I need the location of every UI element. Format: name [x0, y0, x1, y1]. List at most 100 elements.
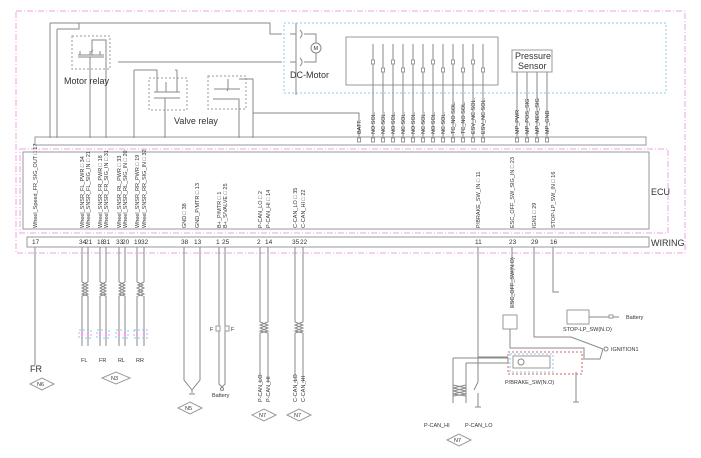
stop-lp-battery: Battery [626, 315, 644, 321]
p-can-pair: P-CAN_LO P-CAN_HI N7 [250, 247, 278, 422]
hcu-pin-label: NC SOL. [381, 112, 387, 134]
fuse-icon [224, 325, 230, 332]
hcu-pin-label: NC SOL. [401, 112, 407, 134]
ecu-signal-label: Wheel_SNSR_RL_PWR □ 33 [117, 156, 123, 228]
solenoid-valve-block [345, 36, 499, 86]
wheel-sensor-label: RL [118, 358, 125, 364]
ecu-signal-label: Wheel_Speed_FR_SIG_OUT □ 17 [33, 143, 39, 228]
twisted-pair-icon [98, 281, 108, 297]
wheel-sensor-connector [78, 329, 92, 339]
wiring-pin-number: 21 [85, 239, 93, 246]
ecu-box [22, 151, 650, 230]
wiring-pin-number: 20 [122, 239, 130, 246]
connector-n3-shape [100, 371, 132, 385]
wheel-sensor-wire [99, 247, 107, 346]
ecu-signal-label: Wheel_SNSR_RL_SIG_IN □ 20 [123, 150, 129, 228]
hcu-pin-label: NC SOL. [441, 112, 447, 134]
sensor-pin-terminal [525, 137, 529, 143]
solenoid-coil-icon [391, 59, 395, 65]
svg-text:P/BRAKE_SW(N.O): P/BRAKE_SW(N.O) [505, 380, 554, 386]
ecu-signal-label: STOP-LP_SW_IN □ 16 [551, 172, 557, 228]
wiring-pin-number: 2 [257, 239, 261, 246]
ecu-boundary [19, 148, 669, 234]
wiring-bar [26, 236, 650, 248]
sensor-pin-terminal [535, 137, 539, 143]
solenoid-valves [253, 44, 485, 143]
connector-pin-icon [143, 332, 145, 336]
sensor-pin-terminal [515, 137, 519, 143]
solenoid-coil-icon [381, 67, 385, 73]
valve-relay: Valve relay [133, 69, 348, 138]
wiring-pin-number: 14 [265, 239, 273, 246]
wiring-pin-number: 1 [216, 239, 220, 246]
hcu-pin-terminal [471, 137, 475, 143]
wheel-sensor-label: RR [136, 358, 144, 364]
dc-motor: M DC-Motor [290, 23, 329, 95]
ecu-signal-label: Wheel_SNSR_FL_PWR □ 34 [80, 156, 86, 228]
wiring-pin-number: 31 [103, 239, 111, 246]
hcu-bus-bar [34, 136, 647, 146]
connector-pin-icon [124, 332, 126, 336]
connector-n3: N3 [111, 376, 118, 382]
ecu-signal-label: GND □ 38 [182, 203, 188, 228]
ecu-label: ECU [651, 187, 670, 197]
wiring-pin-number: 11 [475, 239, 482, 246]
connector-n6: N6 [37, 382, 44, 388]
hcu-pin-terminal [411, 137, 415, 143]
twisted-pair-icon [135, 281, 146, 297]
hcu-pin-label: TC_NO SOL. [451, 101, 457, 134]
hcu-pin-label: NO SOL. [431, 111, 437, 134]
switch-circuits: ESC_OFF_SW(N.O) Battery STOP-LP_SW(N.O) … [424, 247, 644, 447]
connector-n7-a: N7 [259, 413, 266, 419]
hcu-pin-terminal [381, 137, 385, 143]
twisted-pair-icon [452, 384, 467, 397]
connector-pin-icon [81, 332, 83, 336]
wiring-pin-number: 16 [550, 239, 558, 246]
svg-text:ESC_OFF_SW(N.O): ESC_OFF_SW(N.O) [510, 257, 516, 308]
hcu-pin-terminal [371, 137, 375, 143]
sensor-pin-terminal [545, 137, 549, 143]
wheel-sensor-connector [115, 329, 129, 339]
hecu-boundary [15, 10, 686, 254]
fr-output-wire: FR N6 [28, 247, 56, 391]
pressure-sensor-box [511, 49, 553, 73]
fuse-icon [215, 325, 221, 332]
solenoid-coil-icon [371, 59, 375, 65]
batt-wire [253, 112, 360, 137]
twisted-pair-icon [293, 321, 305, 334]
ecu-signal-label: Wheel_SNSR_RR_PWR □ 19 [135, 155, 141, 228]
ecu-signal-label: C-CAN_HI □ 22 [301, 190, 307, 228]
ecu-signal-label: B+_P/MTR □ 1 [217, 192, 223, 229]
hcu-pin-label: NC SOL. [421, 112, 427, 134]
hcu-pin-terminal [401, 137, 405, 143]
twisted-pair-icon [80, 281, 90, 297]
ecu-signal-label: Wheel_SNSR_FR_SIG_IN □ 31 [104, 150, 110, 228]
ecu-signal-label: ESC_OFF_SW_SIG_IN □ 23 [510, 157, 516, 228]
wiring-pin-number: 22 [300, 239, 308, 246]
hydraulic-unit-boundary [283, 22, 667, 94]
svg-text:P-CAN_HI: P-CAN_HI [266, 376, 272, 402]
wiring-pin-number: 32 [141, 239, 149, 246]
sensor-pin-label: MP_GND [545, 110, 551, 134]
connector-n7-c: N7 [454, 438, 461, 444]
svg-text:DC-Motor: DC-Motor [290, 70, 329, 80]
ecu-signal-label: C-CAN_LO □ 35 [293, 188, 299, 228]
ecu-signal-label: P/BRAKE_SW_IN □ 11 [476, 172, 482, 228]
solenoid-coil-icon [461, 67, 465, 73]
motor-icon [310, 42, 322, 54]
hcu-pin-terminal [481, 137, 485, 143]
ground-n5: N5 [176, 247, 204, 415]
connector-pin-icon [118, 332, 120, 336]
pressure-sensor-label-2: Sensor [518, 61, 547, 71]
wiring-pin-number: 18 [97, 239, 105, 246]
wheel-sensor-connector [96, 329, 110, 339]
stop-lp-switch [566, 309, 590, 325]
hcu-pin-terminal [391, 137, 395, 143]
hcu-pin-label: TC_NO SOL. [461, 101, 467, 134]
hcu-pin-terminal [441, 137, 445, 143]
solenoid-coil-icon [421, 67, 425, 73]
svg-text:M: M [314, 46, 319, 52]
